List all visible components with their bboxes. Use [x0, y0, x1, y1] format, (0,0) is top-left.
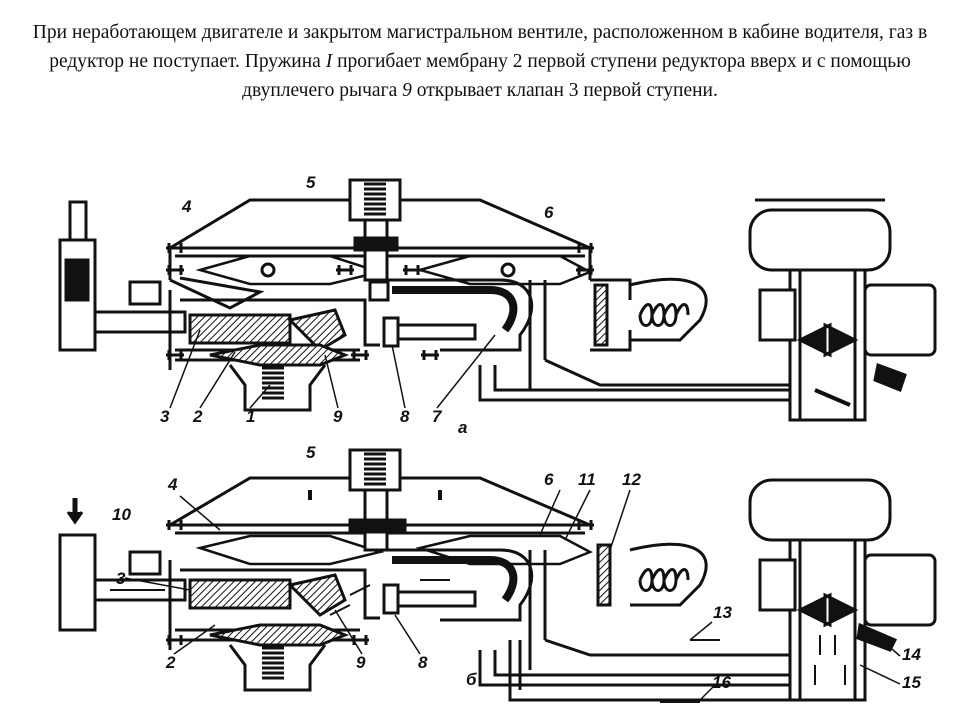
caption-text-2: прогибает мембрану 2 первой ступени реду… — [242, 51, 911, 101]
label-b-13: 13 — [713, 603, 732, 622]
label-b-6: 6 — [544, 470, 554, 489]
label-b-14: 14 — [902, 645, 921, 664]
label-a-9: 9 — [333, 407, 343, 426]
label-b-5: 5 — [306, 443, 316, 462]
caption-lever-ref: 9 — [402, 80, 412, 101]
label-a-1: 1 — [246, 407, 255, 426]
label-b-16: 16 — [712, 673, 731, 692]
label-b-8: 8 — [418, 653, 428, 672]
labels-view-a: 5 4 6 3 2 1 9 8 7 а — [160, 173, 554, 437]
reducer-diagram: 5 4 6 3 2 1 9 8 7 а — [58, 173, 937, 703]
label-a-5: 5 — [306, 173, 316, 192]
label-b-11: 11 — [578, 470, 596, 489]
label-a-4: 4 — [181, 197, 192, 216]
label-b-4: 4 — [167, 475, 178, 494]
label-b-9: 9 — [356, 653, 366, 672]
label-b-15: 15 — [902, 673, 921, 692]
label-a-7: 7 — [432, 407, 443, 426]
reducer-view-b — [58, 448, 937, 703]
label-a-6: 6 — [544, 203, 554, 222]
label-b-10: 10 — [112, 505, 131, 524]
view-label-b: б — [466, 670, 477, 689]
view-label-a: а — [458, 418, 467, 437]
caption-text-1: При неработающем двигателе и закрытом ма… — [32, 22, 928, 72]
reducer-view-a — [58, 178, 937, 422]
label-b-3: 3 — [116, 569, 126, 588]
label-b-12: 12 — [622, 470, 641, 489]
caption-spring-ref: I — [325, 51, 333, 72]
label-b-2: 2 — [165, 653, 176, 672]
caption-text-3: открывает клапан 3 первой ступени. — [411, 80, 718, 101]
labels-view-b: 5 4 6 11 12 10 3 2 9 8 13 14 15 16 б — [112, 443, 921, 701]
label-a-2: 2 — [192, 407, 203, 426]
label-a-3: 3 — [160, 407, 170, 426]
slide-caption: При неработающем двигателе и закрытом ма… — [30, 18, 930, 105]
label-a-8: 8 — [400, 407, 410, 426]
